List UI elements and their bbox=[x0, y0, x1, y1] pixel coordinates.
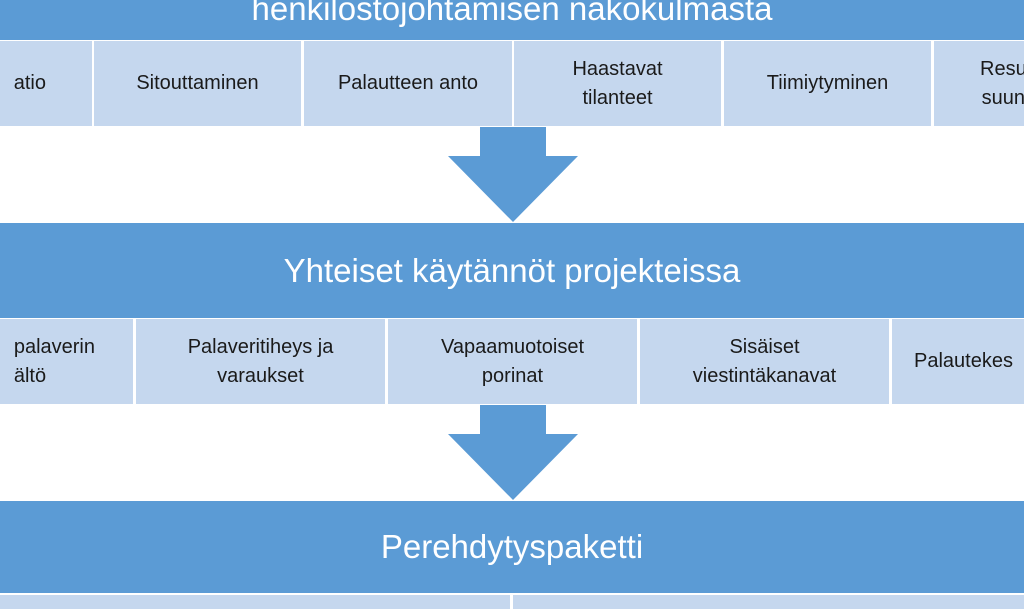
section2-cells: palaverin ältö Palaveritiheys ja varauks… bbox=[0, 319, 1024, 404]
section2-cell: Palautekes bbox=[892, 319, 1024, 404]
section3-cell bbox=[0, 595, 510, 609]
section1-cell: atio bbox=[0, 41, 92, 126]
section2-cell: Sisäiset viestintäkanavat bbox=[640, 319, 889, 404]
section1-cell: Resu suun bbox=[934, 41, 1024, 126]
section2-title: Yhteiset käytännöt projekteissa bbox=[283, 251, 741, 289]
section1-cell: Tiimiytyminen bbox=[724, 41, 931, 126]
section2-cell: Palaveritiheys ja varaukset bbox=[136, 319, 385, 404]
section2-cell-label: Sisäiset viestintäkanavat bbox=[692, 335, 837, 387]
section2-cell: palaverin ältö bbox=[0, 319, 133, 404]
down-arrow-icon bbox=[448, 405, 578, 500]
section2-cell-label: Palautekes bbox=[914, 350, 1013, 372]
section1-cell-label: Haastavat tilanteet bbox=[572, 57, 663, 109]
section3-cells bbox=[0, 595, 1024, 609]
section1-cell: Haastavat tilanteet bbox=[514, 41, 721, 126]
section3-title: Perehdytyspaketti bbox=[380, 528, 644, 565]
down-arrow-icon bbox=[448, 127, 578, 222]
section2-cell-label: palaverin ältö bbox=[13, 335, 95, 387]
section2-cell: Vapaamuotoiset porinat bbox=[388, 319, 637, 404]
section2-cell-label: Palaveritiheys ja varaukset bbox=[187, 335, 334, 387]
section1-cell-label: Sitouttaminen bbox=[136, 72, 259, 94]
section3-cell bbox=[513, 595, 1024, 609]
section1-cell: Palautteen anto bbox=[304, 41, 512, 126]
section3-header: Perehdytyspaketti bbox=[0, 501, 1024, 593]
section2-header: Yhteiset käytännöt projekteissa bbox=[0, 223, 1024, 318]
section1-cell-label: Resu suun bbox=[980, 57, 1024, 109]
section1-cells: atio Sitouttaminen Palautteen anto Haast… bbox=[0, 41, 1024, 126]
section1-header: henkilöstöjohtamisen näkökulmasta bbox=[0, 0, 1024, 40]
section1-cell-label: Tiimiytyminen bbox=[766, 72, 889, 94]
section1-cell-label: atio bbox=[13, 72, 46, 94]
section1-title: henkilöstöjohtamisen näkökulmasta bbox=[251, 0, 773, 27]
section1-cell-label: Palautteen anto bbox=[337, 72, 479, 94]
section2-cell-label: Vapaamuotoiset porinat bbox=[440, 335, 585, 387]
section1-cell: Sitouttaminen bbox=[94, 41, 301, 126]
